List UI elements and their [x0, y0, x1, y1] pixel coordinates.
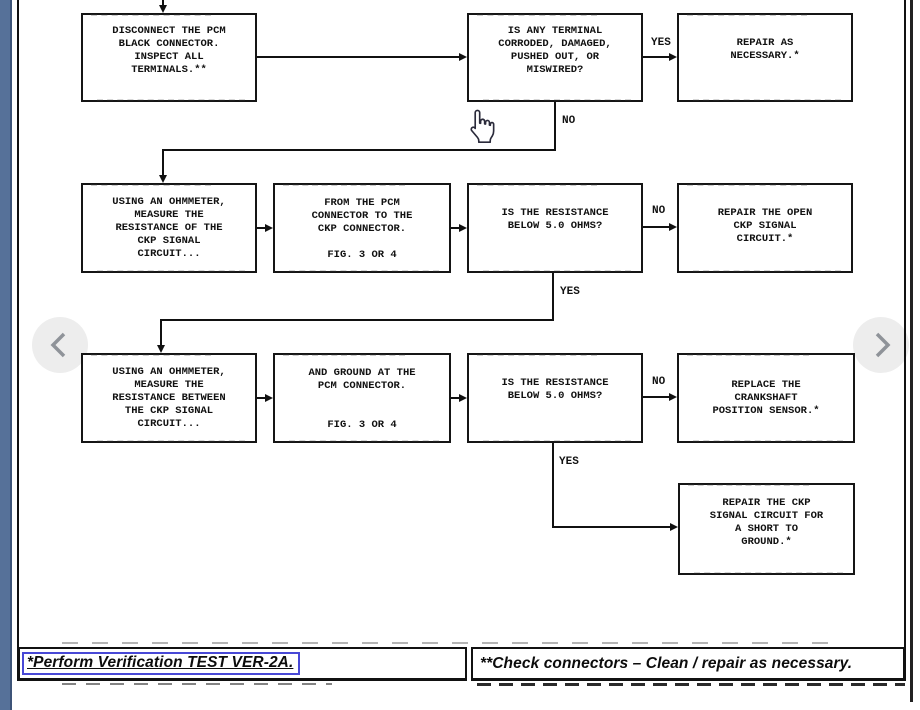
arrowhead: [159, 175, 167, 183]
arrowhead: [669, 223, 677, 231]
flow-node-ohmmeter-signal: USING AN OHMMETER, MEASURE THE RESISTANC…: [81, 183, 257, 273]
page-border-right: [904, 0, 906, 681]
scan-artifact: [62, 683, 332, 685]
edge-label-no: NO: [651, 376, 667, 388]
connector-line: [162, 0, 164, 8]
next-page-button[interactable]: [853, 317, 909, 373]
flow-node-from-pcm: FROM THE PCM CONNECTOR TO THE CKP CONNEC…: [273, 183, 451, 273]
flow-node-ohmmeter-ground: USING AN OHMMETER, MEASURE THE RESISTANC…: [81, 353, 257, 443]
flow-node-terminal-check: IS ANY TERMINAL CORRODED, DAMAGED, PUSHE…: [467, 13, 643, 102]
connector-line: [451, 397, 459, 399]
connector-line: [160, 319, 162, 346]
flow-node-resistance-q1: IS THE RESISTANCE BELOW 5.0 OHMS?: [467, 183, 643, 273]
flow-node-repair-open: REPAIR THE OPEN CKP SIGNAL CIRCUIT.*: [677, 183, 853, 273]
prev-page-button[interactable]: [32, 317, 88, 373]
arrowhead: [669, 393, 677, 401]
page-border-left: [17, 0, 19, 681]
arrowhead: [459, 394, 467, 402]
footnote-cell-left: *Perform Verification TEST VER-2A.: [18, 647, 467, 681]
window-edge-strip: [0, 0, 12, 710]
flow-node-resistance-q2: IS THE RESISTANCE BELOW 5.0 OHMS?: [467, 353, 643, 443]
flow-node-disconnect-pcm: DISCONNECT THE PCM BLACK CONNECTOR. INSP…: [81, 13, 257, 102]
edge-label-yes: YES: [650, 37, 672, 49]
edge-label-no: NO: [651, 205, 667, 217]
connector-line: [643, 56, 669, 58]
arrowhead: [459, 224, 467, 232]
connector-line: [451, 227, 459, 229]
flow-node-repair-necessary: REPAIR AS NECESSARY.*: [677, 13, 853, 102]
connector-line: [552, 526, 670, 528]
connector-line: [643, 396, 669, 398]
edge-label-yes: YES: [558, 456, 580, 468]
flow-node-replace-sensor: REPLACE THE CRANKSHAFT POSITION SENSOR.*: [677, 353, 855, 443]
arrowhead: [669, 53, 677, 61]
scan-edge-line: [910, 0, 913, 702]
edge-label-yes: YES: [559, 286, 581, 298]
chevron-right-icon: [875, 332, 891, 358]
arrowhead: [459, 53, 467, 61]
flow-node-repair-short: REPAIR THE CKP SIGNAL CIRCUIT FOR A SHOR…: [678, 483, 855, 575]
footnote-cell-right: **Check connectors – Clean / repair as n…: [471, 647, 905, 681]
scan-artifact: [62, 642, 842, 644]
flow-node-and-ground: AND GROUND AT THE PCM CONNECTOR. FIG. 3 …: [273, 353, 451, 443]
arrowhead: [265, 394, 273, 402]
footnote-right-text: **Check connectors – Clean / repair as n…: [480, 654, 853, 672]
connector-line: [643, 226, 669, 228]
connector-line: [162, 149, 556, 151]
connector-line: [257, 397, 265, 399]
connector-line: [554, 102, 556, 150]
connector-line: [552, 443, 554, 528]
verification-test-link[interactable]: *Perform Verification TEST VER-2A.: [22, 652, 301, 675]
arrowhead: [157, 345, 165, 353]
edge-label-no: NO: [561, 115, 577, 127]
connector-line: [257, 56, 459, 58]
connector-line: [552, 273, 554, 320]
connector-line: [257, 227, 265, 229]
connector-line: [162, 149, 164, 177]
arrowhead: [265, 224, 273, 232]
footnote-left-text: *Perform Verification TEST VER-2A.: [27, 654, 294, 671]
arrowhead: [670, 523, 678, 531]
chevron-left-icon: [50, 332, 66, 358]
connector-line: [160, 319, 554, 321]
scan-artifact: [477, 683, 905, 686]
arrowhead: [159, 5, 167, 13]
hand-pointer-cursor: [466, 108, 497, 149]
